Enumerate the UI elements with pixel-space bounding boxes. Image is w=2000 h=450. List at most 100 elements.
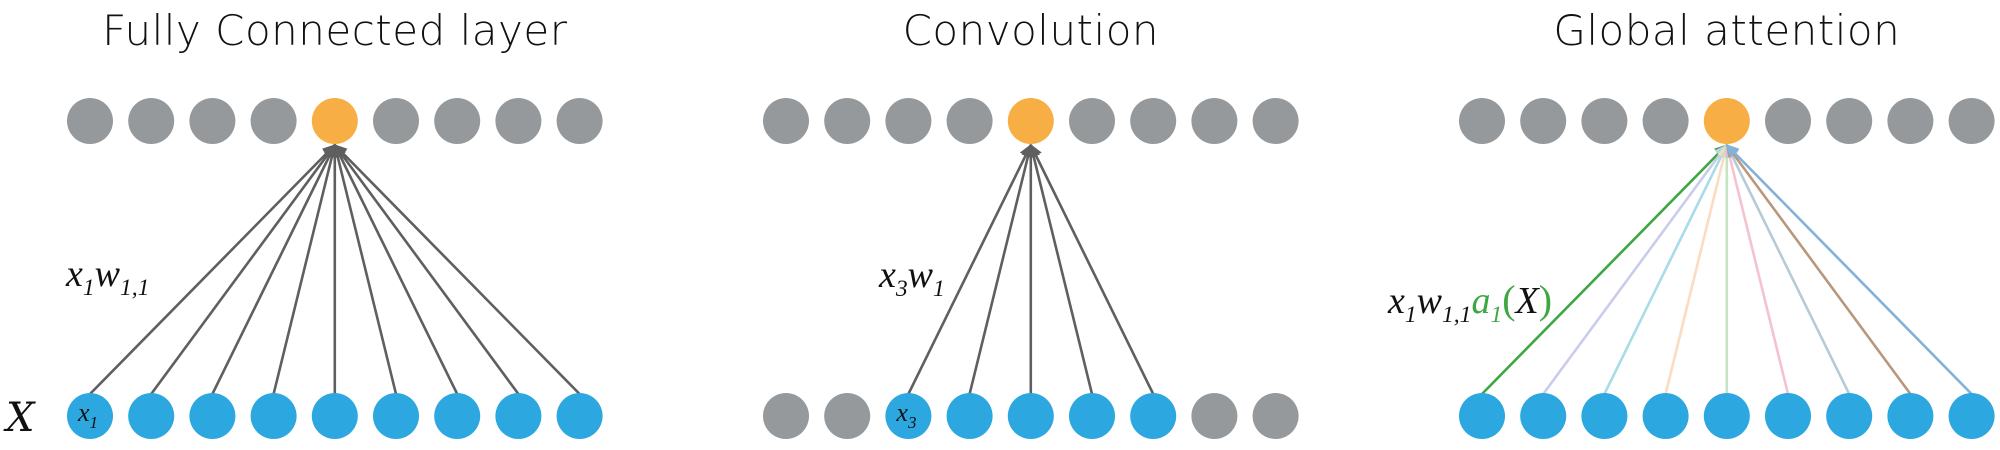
panel-title: Convolution <box>903 6 1159 55</box>
output-node <box>1520 98 1567 144</box>
formula-term: x <box>1387 280 1405 322</box>
output-node <box>1765 98 1811 144</box>
input-node-active <box>495 393 542 439</box>
input-node-active <box>1520 393 1567 439</box>
input-node-active <box>1948 393 1995 439</box>
panel-title: Global attention <box>1553 6 1900 55</box>
formula-term: ) <box>1539 277 1552 322</box>
formula-term: ( <box>1502 277 1515 322</box>
output-node <box>556 98 603 144</box>
output-node <box>763 98 809 144</box>
panel-fully-connected: Fully Connected layer <box>102 6 568 55</box>
formula-subscript: 1 <box>1405 302 1417 328</box>
input-node-active <box>556 393 603 439</box>
output-node <box>1252 98 1299 144</box>
output-node <box>250 98 297 144</box>
output-node <box>824 98 871 144</box>
output-node-target <box>1007 98 1054 144</box>
input-node <box>1252 393 1299 439</box>
input-node-active <box>1069 393 1115 439</box>
formula-term: x <box>65 253 83 295</box>
input-node-active <box>311 393 358 439</box>
input-node-active <box>67 393 113 439</box>
output-node <box>885 98 932 144</box>
output-node <box>495 98 542 144</box>
output-node <box>946 98 993 144</box>
edge <box>907 143 1032 395</box>
formula-subscript: 1 <box>1490 302 1502 328</box>
edge <box>331 143 398 395</box>
input-node-active <box>250 393 297 439</box>
panel-title: Fully Connected layer <box>102 6 568 55</box>
input-node-active <box>434 393 481 439</box>
output-node <box>1642 98 1689 144</box>
edge-weight-label: x1w1,1 <box>65 253 149 301</box>
text-layer: X Fully Connected layerx1x1w1,1Convoluti… <box>3 6 1900 441</box>
formula-subscript: 1,1 <box>1442 302 1471 328</box>
formula-term: a <box>1471 280 1490 322</box>
output-node <box>1069 98 1115 144</box>
formula-term: w <box>1417 280 1443 322</box>
edge-weight-label: x3w1 <box>878 254 945 302</box>
output-node <box>1459 98 1505 144</box>
edge <box>1603 143 1728 395</box>
panel-convolution: Convolution <box>903 6 1159 55</box>
input-node-active <box>189 393 236 439</box>
formula-term: w <box>908 254 934 296</box>
input-node-active <box>128 393 175 439</box>
output-node <box>1191 98 1238 144</box>
input-node-active <box>1765 393 1811 439</box>
edge <box>333 143 459 395</box>
output-node <box>1948 98 1995 144</box>
edges-layer <box>89 143 1973 395</box>
formula-subscript: 1 <box>933 276 945 302</box>
output-node <box>434 98 481 144</box>
edge <box>1725 143 1851 395</box>
output-node <box>373 98 419 144</box>
input-node-active <box>1581 393 1628 439</box>
edge <box>211 143 336 395</box>
input-node-active <box>1130 393 1177 439</box>
input-node-active <box>885 393 932 439</box>
formula-subscript: 3 <box>895 276 908 302</box>
edge-weight-label: x1w1,1a1(X) <box>1387 277 1552 328</box>
edge <box>1725 143 1912 395</box>
input-node <box>824 393 871 439</box>
input-node-active <box>1459 393 1505 439</box>
nodes-layer <box>67 98 1995 439</box>
output-node <box>1826 98 1873 144</box>
input-node-active <box>1642 393 1689 439</box>
edge <box>1723 143 1790 395</box>
output-node <box>1581 98 1628 144</box>
edge <box>272 143 339 395</box>
output-node <box>189 98 236 144</box>
input-node-active <box>946 393 993 439</box>
output-node <box>67 98 113 144</box>
formula-subscript: 1 <box>83 275 95 301</box>
edge <box>968 143 1035 395</box>
panel-global-attention: Global attention <box>1553 6 1900 55</box>
edge <box>333 143 520 395</box>
edge <box>1542 143 1728 395</box>
formula-subscript: 1,1 <box>120 275 149 301</box>
edge <box>1725 144 1973 395</box>
input-label-X: X <box>3 395 36 441</box>
output-node-target <box>311 98 358 144</box>
input-node <box>763 393 809 439</box>
output-node <box>1887 98 1934 144</box>
edge <box>1481 144 1728 395</box>
input-node <box>1191 393 1238 439</box>
edge <box>333 144 581 395</box>
edge <box>89 144 336 395</box>
edge <box>1664 143 1731 395</box>
output-node <box>128 98 175 144</box>
output-node-target <box>1703 98 1750 144</box>
edge <box>150 143 336 395</box>
input-node-active <box>1703 393 1750 439</box>
formula-term: X <box>1514 280 1541 322</box>
edge <box>1027 143 1094 395</box>
edge <box>1029 143 1155 395</box>
formula-term: w <box>95 253 121 295</box>
input-node-active <box>373 393 419 439</box>
